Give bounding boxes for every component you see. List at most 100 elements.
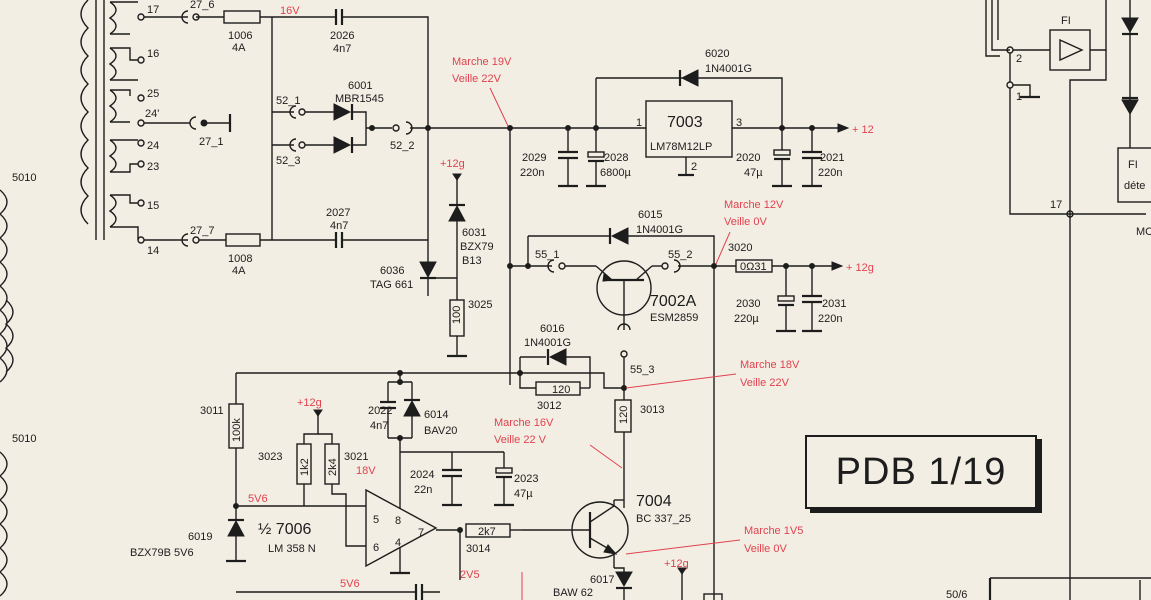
connector-55-1-label: 55_1 bbox=[535, 249, 559, 261]
connector-27-6-label: 27_6 bbox=[190, 0, 214, 11]
diode-6031 bbox=[448, 203, 466, 222]
resistor-3020-value: 0Ω31 bbox=[740, 261, 767, 273]
connector-55-3-label: 55_3 bbox=[630, 364, 654, 376]
diode-6014-ref: 6014 bbox=[424, 409, 448, 421]
transformer-secondary bbox=[108, 1, 139, 240]
regulator-pin-3: 3 bbox=[736, 117, 742, 129]
diode-6017 bbox=[615, 571, 633, 590]
capacitor-2028 bbox=[586, 151, 606, 188]
connector-52-1-label: 52_1 bbox=[276, 95, 300, 107]
opamp-pin-5: 5 bbox=[373, 514, 379, 526]
annotation-4-line2: Veille 22 V bbox=[494, 434, 547, 446]
capacitor-2027-value: 4n7 bbox=[330, 220, 348, 232]
node-5v6-b: 5V6 bbox=[340, 578, 360, 590]
rail-out-12g: + 12g bbox=[846, 262, 874, 274]
transistor-7002a-part: ESM2859 bbox=[650, 312, 698, 324]
capacitor-2025 bbox=[414, 584, 424, 600]
opamp-pin-7: 7 bbox=[418, 527, 424, 539]
capacitor-2026-value: 4n7 bbox=[333, 43, 351, 55]
diode-6031-extra: B13 bbox=[462, 255, 482, 267]
fuse-1006 bbox=[223, 10, 261, 24]
capacitor-2022-value: 4n7 bbox=[370, 420, 388, 432]
capacitor-2020-ref: 2020 bbox=[736, 152, 760, 164]
fuse-1008 bbox=[225, 233, 261, 247]
transformer-5010-bottom bbox=[0, 451, 8, 597]
capacitor-2028-ref: 2028 bbox=[604, 152, 628, 164]
regulator-7003 bbox=[645, 100, 733, 158]
resistor-3021-ref: 3021 bbox=[344, 451, 368, 463]
fuse-1008-ref: 1008 bbox=[228, 253, 252, 265]
diode-6001-value: MBR1545 bbox=[335, 93, 384, 105]
opamp-pin-6: 6 bbox=[373, 542, 379, 554]
connector-52-3-label: 52_3 bbox=[276, 155, 300, 167]
capacitor-2028-value: 6800µ bbox=[600, 167, 631, 179]
capacitor-2030-ref: 2030 bbox=[736, 298, 760, 310]
regulator-7003-ref: 7003 bbox=[667, 114, 703, 131]
right-block-det: déte bbox=[1124, 180, 1145, 192]
capacitor-2020-value: 47µ bbox=[744, 167, 763, 179]
diode-6017-value: BAW 62 bbox=[553, 587, 593, 599]
right-block-pin-1: 1 bbox=[1016, 91, 1022, 103]
thyristor-6036 bbox=[419, 261, 457, 280]
annotation-2-line2: Veille 0V bbox=[724, 216, 767, 228]
capacitor-2029-value: 220n bbox=[520, 167, 544, 179]
annotation-1-line2: Veille 22V bbox=[452, 73, 502, 85]
diode-6001-ref: 6001 bbox=[348, 80, 372, 92]
right-block-node-17: 17 bbox=[1050, 199, 1062, 211]
terminal-17: 17 bbox=[147, 4, 159, 16]
diode-6014-value: BAV20 bbox=[424, 425, 457, 437]
diode-6019 bbox=[227, 518, 245, 537]
fuse-1008-value: 4A bbox=[232, 265, 246, 277]
resistor-3014-ref: 3014 bbox=[466, 543, 490, 555]
resistor-3013-value: 120 bbox=[618, 406, 630, 424]
connector-52-2 bbox=[392, 121, 413, 135]
regulator-pin-1: 1 bbox=[636, 117, 642, 129]
capacitor-2030-value: 220µ bbox=[734, 313, 759, 325]
diode-6031-ref: 6031 bbox=[462, 227, 486, 239]
resistor-3025-value: 100 bbox=[451, 306, 463, 324]
connector-55-2-label: 55_2 bbox=[668, 249, 692, 261]
connector-55-2 bbox=[661, 259, 681, 273]
fuse-1006-value: 4A bbox=[232, 42, 246, 54]
resistor-3013 bbox=[614, 399, 632, 433]
annotation-1-line1: Marche 19V bbox=[452, 56, 512, 68]
diode-6016-ref: 6016 bbox=[540, 323, 564, 335]
rail-12g-b: +12g bbox=[297, 397, 322, 409]
opamp-pin-8: 8 bbox=[395, 515, 401, 527]
thyristor-6036-value: TAG 661 bbox=[370, 279, 413, 291]
diode-6019-ref: 6019 bbox=[188, 531, 212, 543]
resistor-3012-ref: 3012 bbox=[537, 400, 561, 412]
capacitor-2031-ref: 2031 bbox=[822, 298, 846, 310]
resistor-3020-ref: 3020 bbox=[728, 242, 752, 254]
terminal-23: 23 bbox=[147, 161, 159, 173]
capacitor-2023-ref: 2023 bbox=[514, 473, 538, 485]
node-2v5: 2V5 bbox=[460, 569, 480, 581]
rail-12g-c: +12g bbox=[664, 558, 689, 570]
annotation-3-line1: Marche 18V bbox=[740, 359, 800, 371]
resistor-bottom-partial bbox=[703, 593, 723, 600]
diode-6020 bbox=[678, 69, 699, 87]
terminal-circles bbox=[137, 13, 145, 244]
capacitor-2021-value: 220n bbox=[818, 167, 842, 179]
resistor-3023-value: 1k2 bbox=[299, 458, 311, 476]
terminal-24: 24 bbox=[147, 140, 159, 152]
node-18v: 18V bbox=[356, 465, 376, 477]
resistor-3012-value: 120 bbox=[552, 384, 570, 396]
node-5v6-a: 5V6 bbox=[248, 493, 268, 505]
opamp-7006-ref: ½ 7006 bbox=[258, 521, 311, 538]
capacitor-2031 bbox=[802, 266, 822, 333]
transformer-5010-top bbox=[0, 189, 14, 383]
terminal-25: 25 bbox=[147, 88, 159, 100]
resistor-3021-value: 2k4 bbox=[327, 458, 339, 476]
capacitor-2027-ref: 2027 bbox=[326, 207, 350, 219]
regulator-7003-part: LM78M12LP bbox=[650, 141, 712, 153]
capacitor-2027 bbox=[334, 232, 344, 248]
terminal-14: 14 bbox=[147, 245, 159, 257]
resistor-3014-value: 2k7 bbox=[478, 526, 496, 538]
diode-6019-value: BZX79B 5V6 bbox=[130, 547, 194, 559]
capacitor-2030 bbox=[776, 266, 796, 333]
terminal-24-prime: 24' bbox=[145, 108, 159, 120]
thyristor-6036-ref: 6036 bbox=[380, 265, 404, 277]
